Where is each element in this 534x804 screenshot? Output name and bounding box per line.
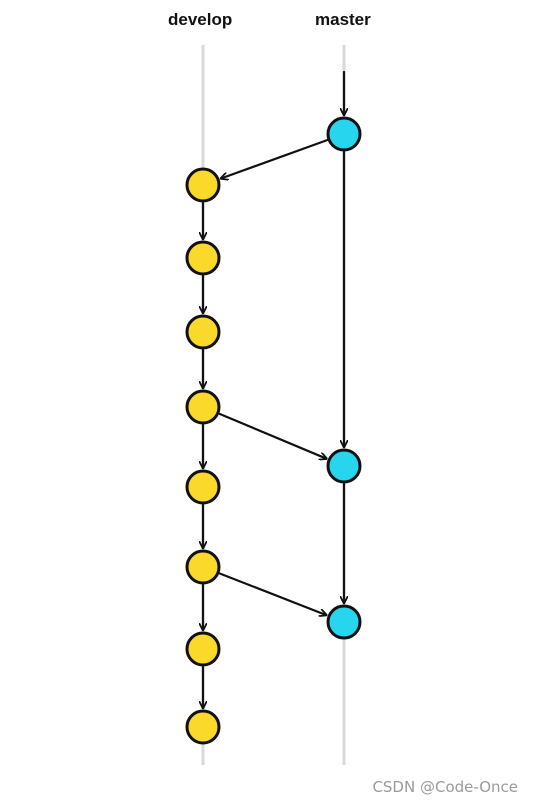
commit-d3 [185, 314, 221, 350]
commit-d4 [185, 389, 221, 425]
commit-d5 [185, 469, 221, 505]
commit-m1 [326, 116, 362, 152]
csdn-watermark: CSDN @Code-Once [372, 778, 518, 796]
commit-d2 [185, 240, 221, 276]
commit-m2 [326, 448, 362, 484]
commit-d1 [185, 167, 221, 203]
edge-d4-to-m2 [218, 412, 327, 459]
commit-d6 [185, 549, 221, 585]
commit-d8 [185, 709, 221, 745]
commit-d7 [185, 631, 221, 667]
branch-label-master: master [315, 10, 371, 29]
edge-d6-to-m3 [218, 572, 326, 616]
edge-m1-to-d1 [221, 139, 329, 178]
commit-m3 [326, 604, 362, 640]
branch-label-develop: develop [168, 10, 233, 29]
